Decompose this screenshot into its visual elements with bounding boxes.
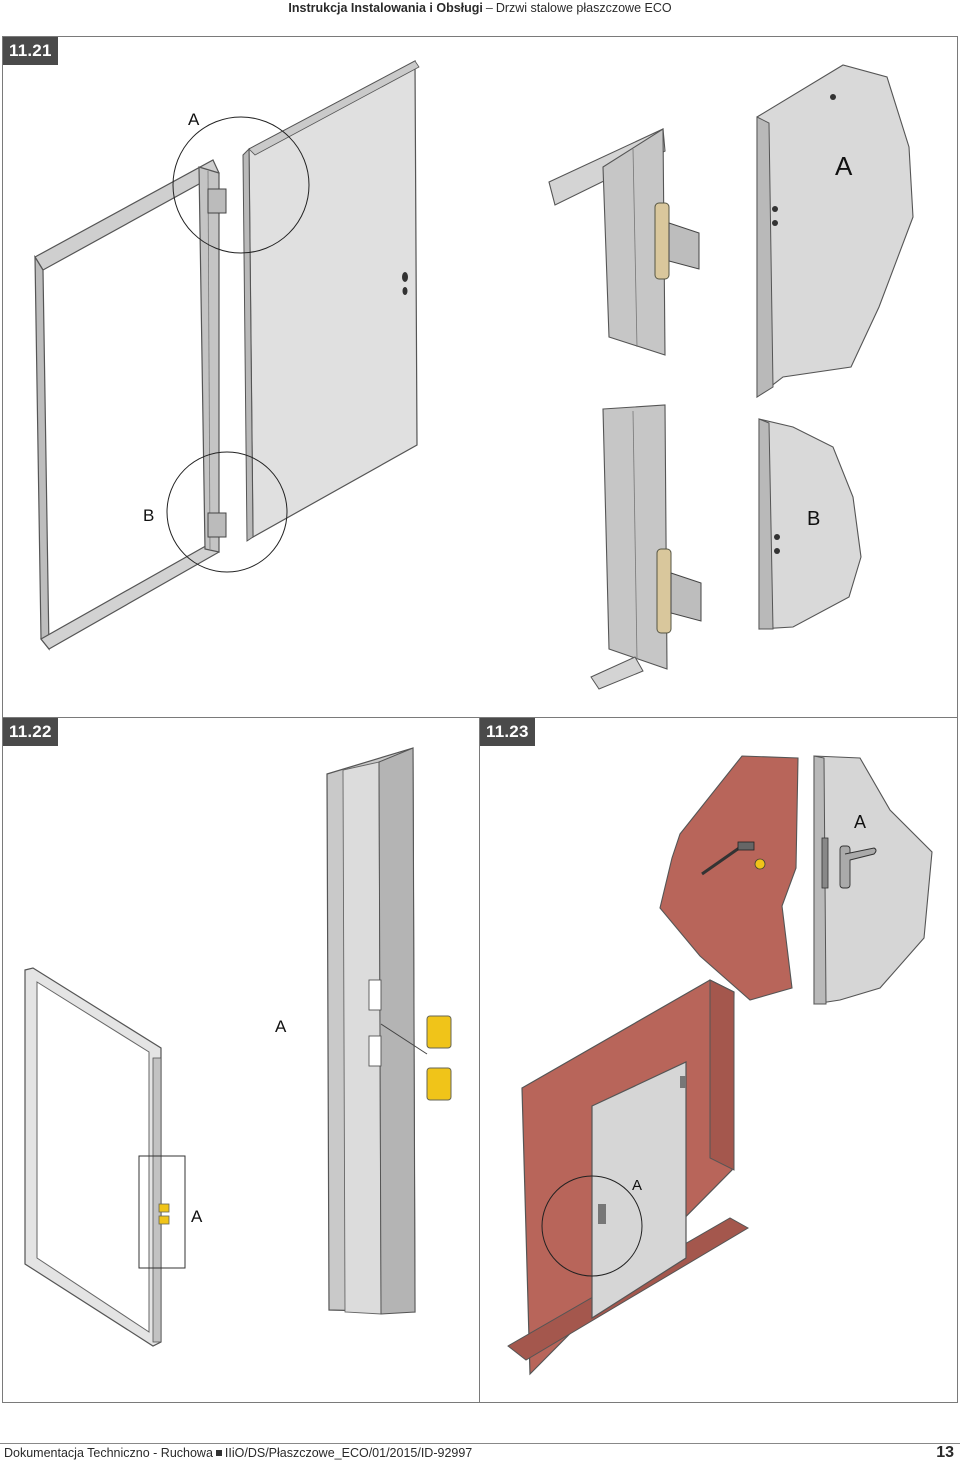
figure-panel-11-21: 11.21 A B [2,36,958,718]
door-frame-drawing [34,159,227,651]
frame-drawing [24,967,170,1347]
latch-installation-illustration: A A [24,747,452,1347]
page-number: 13 [936,1444,954,1461]
frame-hinge-detail-bottom [590,404,702,690]
header-subtitle: Drzwi stalowe płaszczowe ECO [495,1,672,15]
wall-anchoring-illustration: A A [507,755,933,1376]
header-separator: – [485,1,493,15]
callout-a-frame: A [191,1207,203,1226]
callout-a-circle: A [188,110,200,129]
hinge-fitting-illustration: A B A B [34,60,914,690]
page-header: Instrukcja Instalowania i Obsługi–Drzwi … [0,0,960,18]
callout-b-circle: B [143,506,154,525]
square-bullet-icon [215,1450,222,1457]
figure-label-11-21: 11.21 [3,37,58,65]
page-footer: Dokumentacja Techniczno - Ruchowa IIiO/DS… [0,1443,960,1463]
figure-panel-11-22: 11.22 A A [2,717,480,1403]
figure-label-11-22: 11.22 [3,718,58,746]
figure-label-11-23: 11.23 [480,718,535,746]
footer-doc-title: Dokumentacja Techniczno - Ruchowa [4,1446,213,1460]
frame-hinge-detail-top [548,128,700,356]
callout-a-detail: A [835,151,853,181]
header-title: Instrukcja Instalowania i Obsługi [288,1,483,15]
door-leaf-drawing [242,60,420,542]
footer-left: Dokumentacja Techniczno - Ruchowa IIiO/DS… [4,1444,472,1463]
door-hinge-detail-a: A [756,64,914,399]
callout-a-detail-profile: A [275,1017,287,1036]
frame-profile-detail [326,747,452,1315]
door-hinge-detail-b: B [758,418,862,630]
brick-wall-detail [659,755,799,1001]
figure-panel-11-23: 11.23 A A [479,717,958,1403]
callout-a-detail-handle: A [854,812,866,832]
door-handle-detail: A [813,755,933,1005]
footer-doc-code: IIiO/DS/Płaszczowe_ECO/01/2015/ID-92997 [224,1446,473,1460]
callout-b-detail: B [807,508,820,530]
wall-with-door-drawing [507,979,750,1376]
callout-a-wall: A [632,1177,642,1194]
